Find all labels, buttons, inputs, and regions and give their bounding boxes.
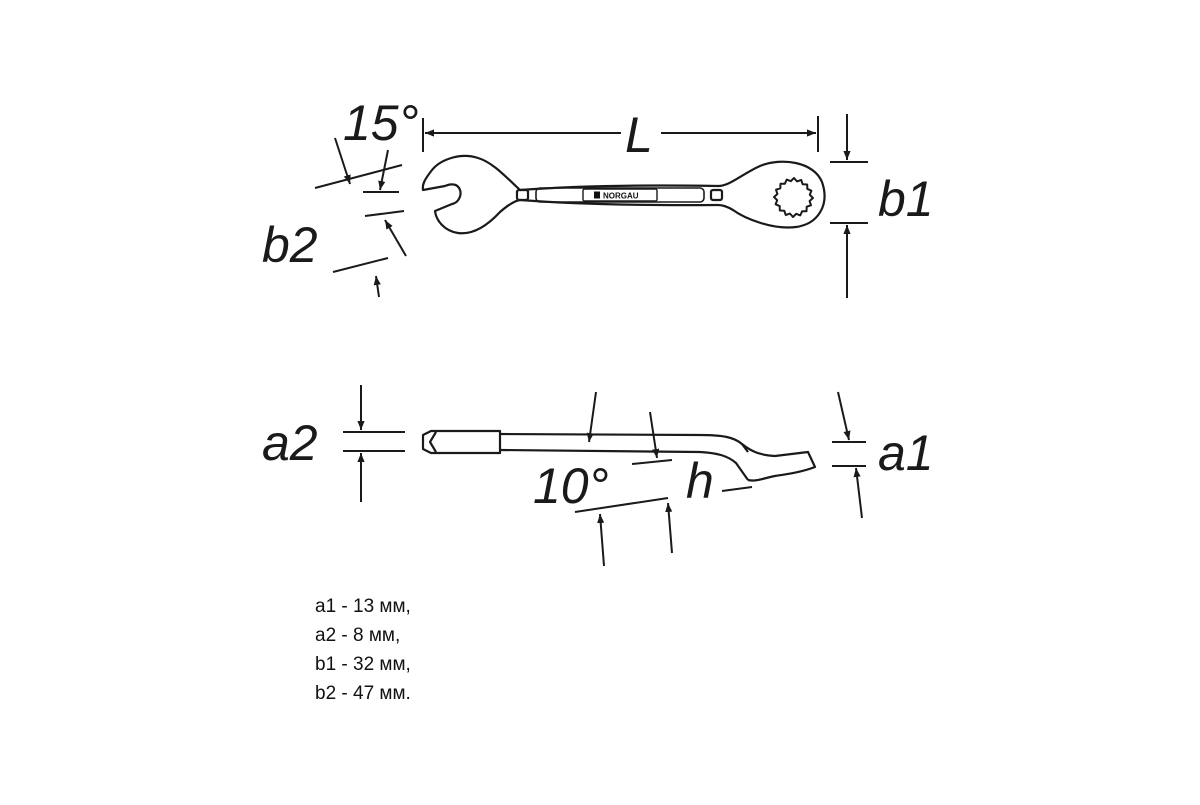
h-arrow-left: [597, 513, 605, 567]
open-end-jaw: [421, 154, 521, 235]
angle-15-arrow-left: [334, 137, 351, 185]
side-handle: [499, 432, 749, 481]
h-ext-line-right: [721, 486, 753, 492]
handle-groove: [535, 187, 705, 203]
ring-end: [717, 160, 826, 229]
b2-ext-lower: [332, 257, 389, 273]
angle-15-arrow-right: [378, 149, 389, 191]
a1-arrow-top: [837, 391, 851, 441]
h-tick: [631, 459, 673, 465]
handle-slot-right: [709, 188, 724, 202]
dimension-specs-list: a1 - 13 мм, a2 - 8 мм, b1 - 32 мм, b2 - …: [315, 592, 411, 708]
spec-a1: a1 - 13 мм,: [315, 596, 411, 617]
dimension-lines-bottom: [343, 385, 866, 567]
label-a2: a2: [262, 415, 318, 471]
b2-arrow-lower: [373, 275, 381, 298]
label-angle-10: 10°: [533, 458, 609, 514]
spec-b2: b2 - 47 мм.: [315, 683, 411, 704]
wrench-top-view: NORGAU: [421, 154, 826, 235]
h-arrow-right: [665, 502, 673, 554]
h-ext-line: [574, 497, 669, 513]
a1-arrow-bottom: [853, 467, 863, 519]
angle-10-arrow: [586, 391, 597, 443]
wrench-side-view: [421, 429, 817, 482]
b2-arrow-upper: [384, 219, 407, 257]
ring-end-profile: [741, 443, 817, 482]
label-b2: b2: [262, 217, 318, 273]
ring-gear-icon: [773, 177, 814, 218]
dimension-lines-top: [314, 114, 868, 298]
spec-a2: a2 - 8 мм,: [315, 625, 401, 646]
b2-ext-upper: [314, 164, 403, 189]
label-angle-15: 15°: [343, 95, 419, 151]
handle-slot-left: [515, 188, 530, 202]
logo-mark-icon: [594, 191, 600, 199]
open-end-profile: [421, 429, 502, 455]
label-b1: b1: [878, 171, 934, 227]
logo-text: NORGAU: [603, 192, 639, 201]
h-arrow-top: [649, 411, 660, 459]
b2-tick: [364, 210, 405, 217]
dimension-labels: L 15° b1 b2 a2 a1 10° h: [262, 95, 934, 514]
label-a1: a1: [878, 425, 934, 481]
logo-plate: [582, 188, 658, 202]
label-L: L: [625, 107, 653, 163]
spec-b1: b1 - 32 мм,: [315, 654, 411, 675]
label-h: h: [686, 453, 714, 509]
